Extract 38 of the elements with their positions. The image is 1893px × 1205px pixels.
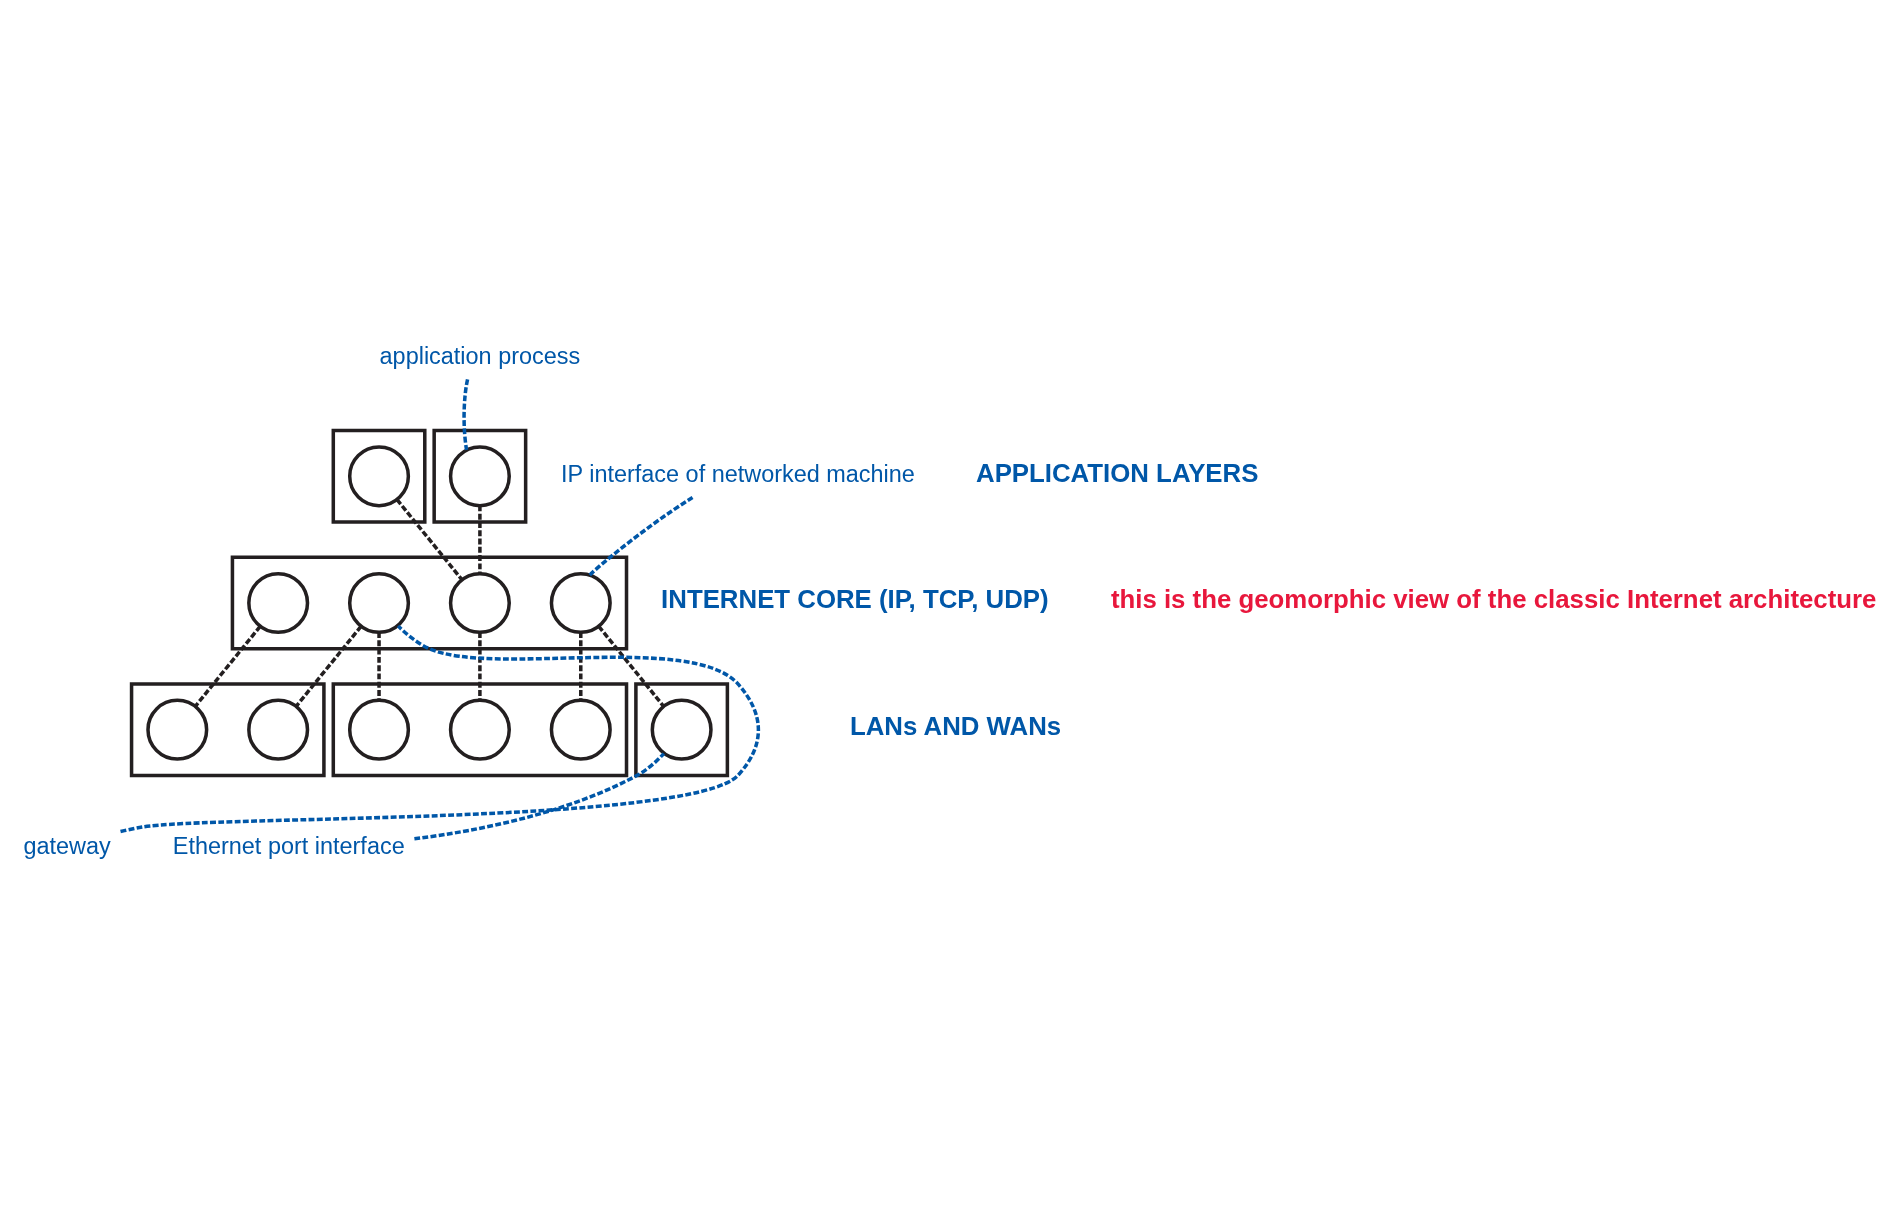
- node-circle: [246, 571, 309, 634]
- node-text: Ethernet port interface: [172, 832, 405, 859]
- connector: [119, 624, 760, 833]
- connector: [578, 631, 583, 700]
- node-circle: [145, 698, 208, 761]
- node-circle: [549, 698, 612, 761]
- connector: [193, 624, 261, 707]
- cluster: [633, 681, 729, 777]
- node-text: application process: [379, 342, 580, 369]
- connector: [596, 624, 665, 707]
- node-circle: [549, 571, 612, 634]
- connector: [376, 631, 381, 700]
- cluster: [129, 681, 326, 777]
- connector: [395, 498, 463, 580]
- node-circle: [448, 571, 511, 634]
- cluster: [431, 428, 527, 524]
- node-text: gateway: [22, 832, 111, 859]
- node-circle: [650, 698, 713, 761]
- cluster: [331, 681, 628, 777]
- node-circle: [347, 444, 410, 507]
- node-circle: [347, 571, 410, 634]
- connector: [461, 378, 469, 450]
- label: APPLICATION LAYERS: [975, 458, 1258, 487]
- cluster: [230, 555, 628, 650]
- label: INTERNET CORE (IP, TCP, UDP): [660, 584, 1049, 613]
- label: this is the geomorphic view of the classic Internet architecture: [1110, 584, 1876, 613]
- connector: [413, 751, 665, 841]
- node-circle: [246, 698, 309, 761]
- connector: [477, 505, 482, 573]
- label: LANs AND WANs: [849, 711, 1061, 740]
- node-text: IP interface of networked machine: [560, 460, 915, 487]
- connector: [588, 495, 693, 576]
- connector: [294, 624, 362, 707]
- node-circle: [448, 698, 511, 761]
- cluster: [331, 428, 427, 524]
- node-circle: [347, 698, 410, 761]
- node-circle: [448, 444, 511, 507]
- connector: [477, 631, 482, 700]
